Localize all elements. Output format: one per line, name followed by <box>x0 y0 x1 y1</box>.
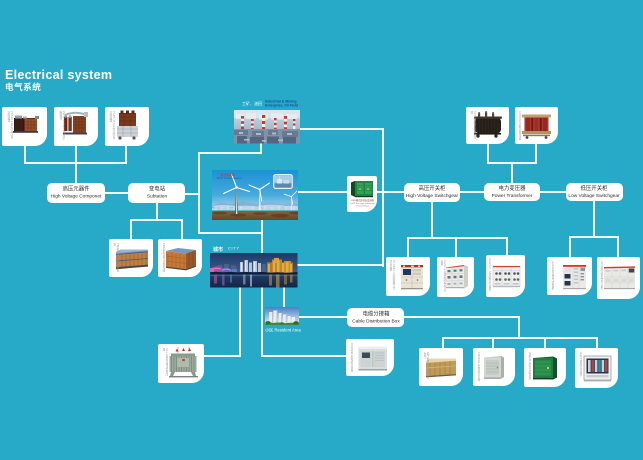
svg-text:风力发电场: 风力发电场 <box>221 173 235 177</box>
svg-text:Wind Power Station: Wind Power Station <box>217 176 243 180</box>
